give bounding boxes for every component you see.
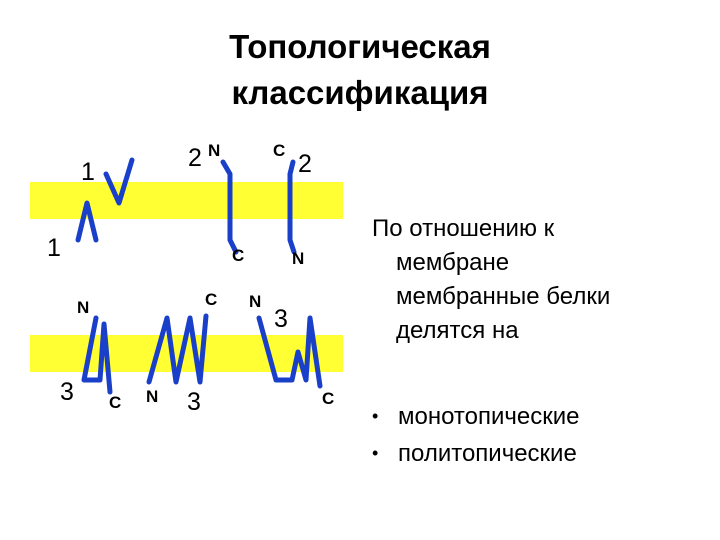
label-type3-right-c: C <box>322 389 334 408</box>
label-type2-right-number: 2 <box>298 150 312 178</box>
label-type3-left-n: N <box>77 298 89 317</box>
protein-type2-left <box>220 159 239 255</box>
classification-description: По отношению к мембране мембранные белки… <box>372 212 712 348</box>
title-line-1: Топологическая <box>229 28 491 65</box>
list-item: • монотопические <box>372 398 712 435</box>
list-item-label: монотопические <box>398 403 580 430</box>
bullet-icon: • <box>372 406 379 426</box>
label-type3-left-number: 3 <box>60 378 74 406</box>
protein-type3-middle <box>146 313 209 385</box>
label-type3-middle-number: 3 <box>187 388 201 416</box>
bullet-icon: • <box>372 443 379 463</box>
label-type3-left-c: C <box>109 393 121 412</box>
protein-types-list: • монотопические • политопические <box>372 398 712 472</box>
list-item-label: политопические <box>398 440 577 467</box>
label-type2-left-c: C <box>232 246 244 265</box>
label-type3-right-n: N <box>249 292 261 311</box>
label-type1-top: 1 <box>81 158 95 186</box>
label-type2-right-n: N <box>292 249 304 268</box>
title-line-2: классификация <box>231 74 489 111</box>
description-line-1: По отношению к <box>372 215 555 242</box>
description-line-2: мембране <box>396 249 510 276</box>
label-type2-right-c: C <box>273 141 285 160</box>
protein-type1-bottom <box>75 200 99 243</box>
description-line-4: делятся на <box>396 317 519 344</box>
label-type2-left-n: N <box>208 141 220 160</box>
label-type1-bottom: 1 <box>47 234 61 262</box>
protein-type3-left <box>81 315 113 395</box>
protein-type3-right <box>256 315 323 389</box>
membrane-upper <box>30 182 343 219</box>
label-type3-middle-c: C <box>205 290 217 309</box>
list-item: • политопические <box>372 435 712 472</box>
label-type3-middle-n: N <box>146 387 158 406</box>
label-type3-right-number: 3 <box>274 305 288 333</box>
protein-type1-top <box>103 157 135 206</box>
label-type2-left-number: 2 <box>188 144 202 172</box>
description-line-3: мембранные белки <box>396 283 611 310</box>
protein-type2-right <box>287 159 297 255</box>
slide-title: Топологическая классификация <box>150 24 570 116</box>
